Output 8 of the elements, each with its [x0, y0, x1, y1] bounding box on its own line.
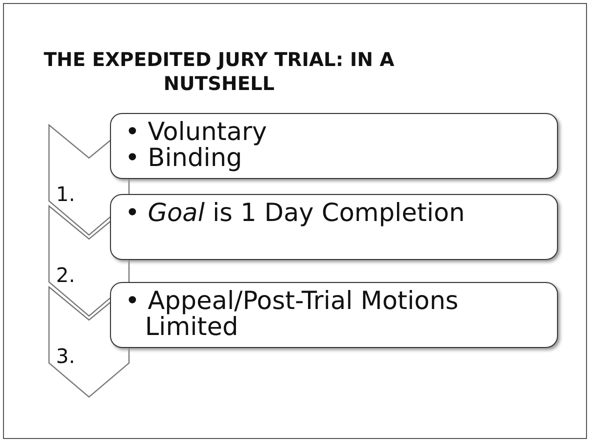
bullet-item: • Voluntary — [125, 119, 268, 145]
step-number: 1. — [56, 182, 76, 206]
bullet-item: • Appeal/Post-Trial Motions Limited — [125, 288, 460, 340]
bullet-item: • Binding — [125, 145, 242, 171]
step-number: 3. — [56, 344, 76, 368]
slide-title: THE EXPEDITED JURY TRIAL: IN A NUTSHELL — [42, 48, 396, 96]
step-number: 2. — [56, 263, 76, 287]
bullet-item: • Goal is 1 Day Completion — [125, 200, 466, 226]
